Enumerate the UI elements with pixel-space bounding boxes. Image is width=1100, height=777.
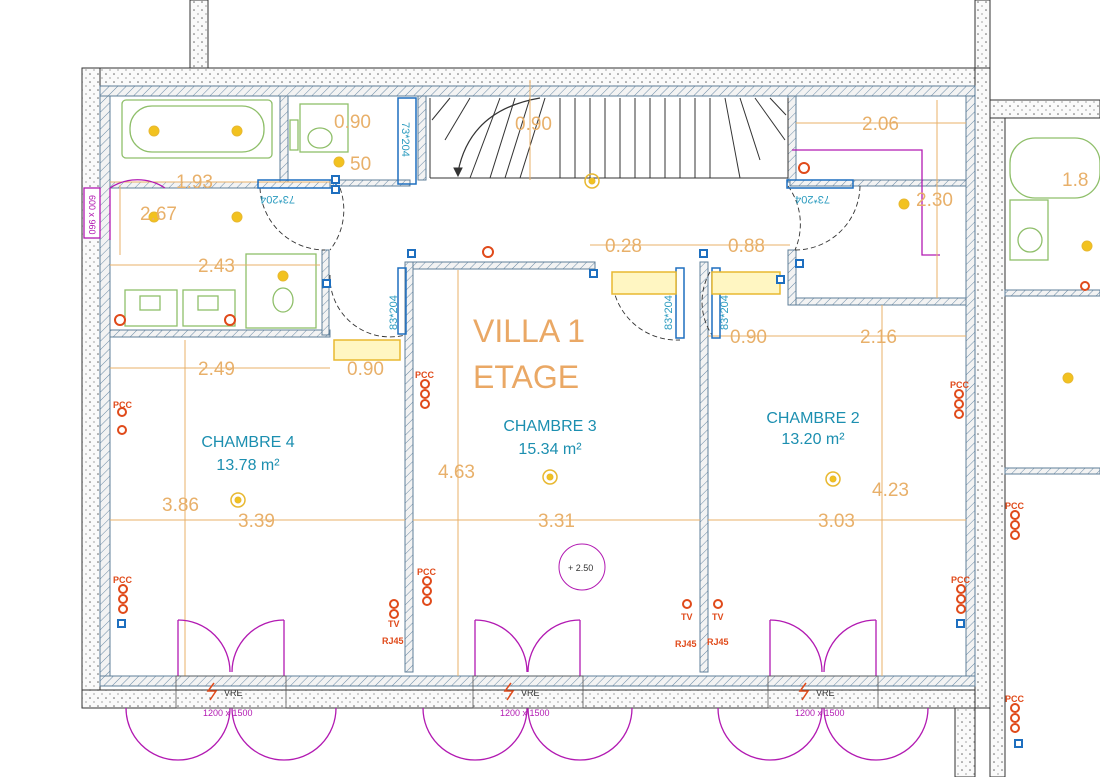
room-area-ch4: 13.78 m² bbox=[216, 457, 280, 474]
outlet-labels: PCC PCC PCC PCC PCC PCC PCC PCC TV TV TV… bbox=[113, 370, 1025, 704]
door-frames bbox=[257, 97, 854, 339]
pcc-label-2: PCC bbox=[415, 370, 435, 380]
dim-right-h: 2.30 bbox=[916, 190, 953, 211]
rj45-label-1: RJ45 bbox=[382, 636, 404, 646]
door-label-5: 83*204 bbox=[663, 295, 675, 330]
room-area-ch3: 15.34 m² bbox=[518, 441, 582, 458]
dim-ch4-w: 2.49 bbox=[198, 359, 235, 380]
tv-label-2: TV bbox=[681, 612, 693, 622]
dim-ch3-h: 4.63 bbox=[438, 462, 475, 483]
french-windows bbox=[83, 179, 929, 761]
dim-door-gap1: 0.28 bbox=[605, 236, 642, 257]
dim-bath-w: 0.90 bbox=[334, 112, 371, 133]
tv-label-1: TV bbox=[388, 619, 400, 629]
door-label-2: 73*204 bbox=[399, 122, 411, 157]
window-2-label: VRE bbox=[521, 688, 540, 698]
room-area-ch2: 13.20 m² bbox=[781, 431, 845, 448]
level-marker bbox=[558, 543, 606, 591]
side-window-label: 600 x 960 bbox=[87, 195, 97, 235]
pcc-label-1: PCC bbox=[113, 400, 133, 410]
room-name-ch4: CHAMBRE 4 bbox=[201, 434, 294, 451]
title-line-1: VILLA 1 bbox=[473, 313, 585, 349]
dim-ch2-h: 4.23 bbox=[872, 480, 909, 501]
window-labels: VRE 1200 x 1500 VRE 1200 x 1500 VRE 1200… bbox=[203, 688, 845, 718]
dim-left-h: 2.67 bbox=[140, 204, 177, 225]
dim-ch2-top: 2.16 bbox=[860, 327, 897, 348]
pcc-label-8: PCC bbox=[1005, 694, 1025, 704]
rj45-label-2: RJ45 bbox=[675, 639, 697, 649]
pcc-label-5: PCC bbox=[417, 567, 437, 577]
dimension-lines bbox=[110, 80, 966, 676]
pcc-label-7: PCC bbox=[1005, 501, 1025, 511]
pcc-label-6: PCC bbox=[951, 575, 971, 585]
inner-walls bbox=[99, 85, 1100, 687]
door-label-4: 83*204 bbox=[388, 295, 400, 330]
room-name-ch2: CHAMBRE 2 bbox=[766, 410, 859, 427]
staircase bbox=[429, 97, 789, 179]
drawing-title: VILLA 1 ETAGE bbox=[473, 313, 585, 395]
dim-ch2-bw: 3.03 bbox=[818, 511, 855, 532]
dim-left-w: 1.93 bbox=[176, 172, 213, 193]
door-label-3: 73*204 bbox=[795, 193, 830, 205]
dim-wc-w: 50 bbox=[350, 154, 371, 175]
sanitary-fixtures bbox=[121, 99, 1100, 329]
pcc-label-3: PCC bbox=[950, 380, 970, 390]
radiators bbox=[333, 271, 781, 361]
window-3-label: VRE bbox=[816, 688, 835, 698]
door-size-labels: 73*204 73*204 73*204 83*204 83*204 83*20… bbox=[87, 122, 830, 330]
shutter-motor-icon bbox=[206, 682, 810, 701]
title-line-2: ETAGE bbox=[473, 359, 579, 395]
door-label-6: 83*204 bbox=[719, 295, 731, 330]
dim-ch4-bw: 3.39 bbox=[238, 511, 275, 532]
light-point-icon bbox=[148, 125, 1093, 508]
level-marker-label: + 2.50 bbox=[568, 563, 593, 573]
dim-stair-w: 0.90 bbox=[515, 114, 552, 135]
dim-right-w: 2.06 bbox=[862, 114, 899, 135]
dim-ch3-bw: 3.31 bbox=[538, 511, 575, 532]
room-labels: CHAMBRE 4 13.78 m² CHAMBRE 3 15.34 m² CH… bbox=[201, 410, 859, 474]
switch-icon bbox=[117, 175, 1023, 748]
dim-door-gap2: 0.88 bbox=[728, 236, 765, 257]
window-1-label: VRE bbox=[224, 688, 243, 698]
tv-label-3: TV bbox=[712, 612, 724, 622]
door-swings bbox=[259, 185, 861, 341]
dim-ch2-door: 0.90 bbox=[730, 327, 767, 348]
outlet-icon bbox=[114, 162, 1090, 733]
window-3-size: 1200 x 1500 bbox=[795, 708, 845, 718]
dimension-labels: 0.90 0.90 2.06 50 1.93 2.67 2.30 2.43 0.… bbox=[140, 112, 1088, 532]
room-name-ch3: CHAMBRE 3 bbox=[503, 418, 596, 435]
window-1-size: 1200 x 1500 bbox=[203, 708, 253, 718]
dim-ch4-h: 3.86 bbox=[162, 495, 199, 516]
dim-hall-w: 2.43 bbox=[198, 256, 235, 277]
window-2-size: 1200 x 1500 bbox=[500, 708, 550, 718]
door-label-1: 73*204 bbox=[260, 193, 295, 205]
dim-ch4-door: 0.90 bbox=[347, 359, 384, 380]
dim-right-partial: 1.8 bbox=[1062, 170, 1088, 191]
rj45-label-3: RJ45 bbox=[707, 637, 729, 647]
outer-walls bbox=[81, 0, 1100, 777]
pcc-label-4: PCC bbox=[113, 575, 133, 585]
